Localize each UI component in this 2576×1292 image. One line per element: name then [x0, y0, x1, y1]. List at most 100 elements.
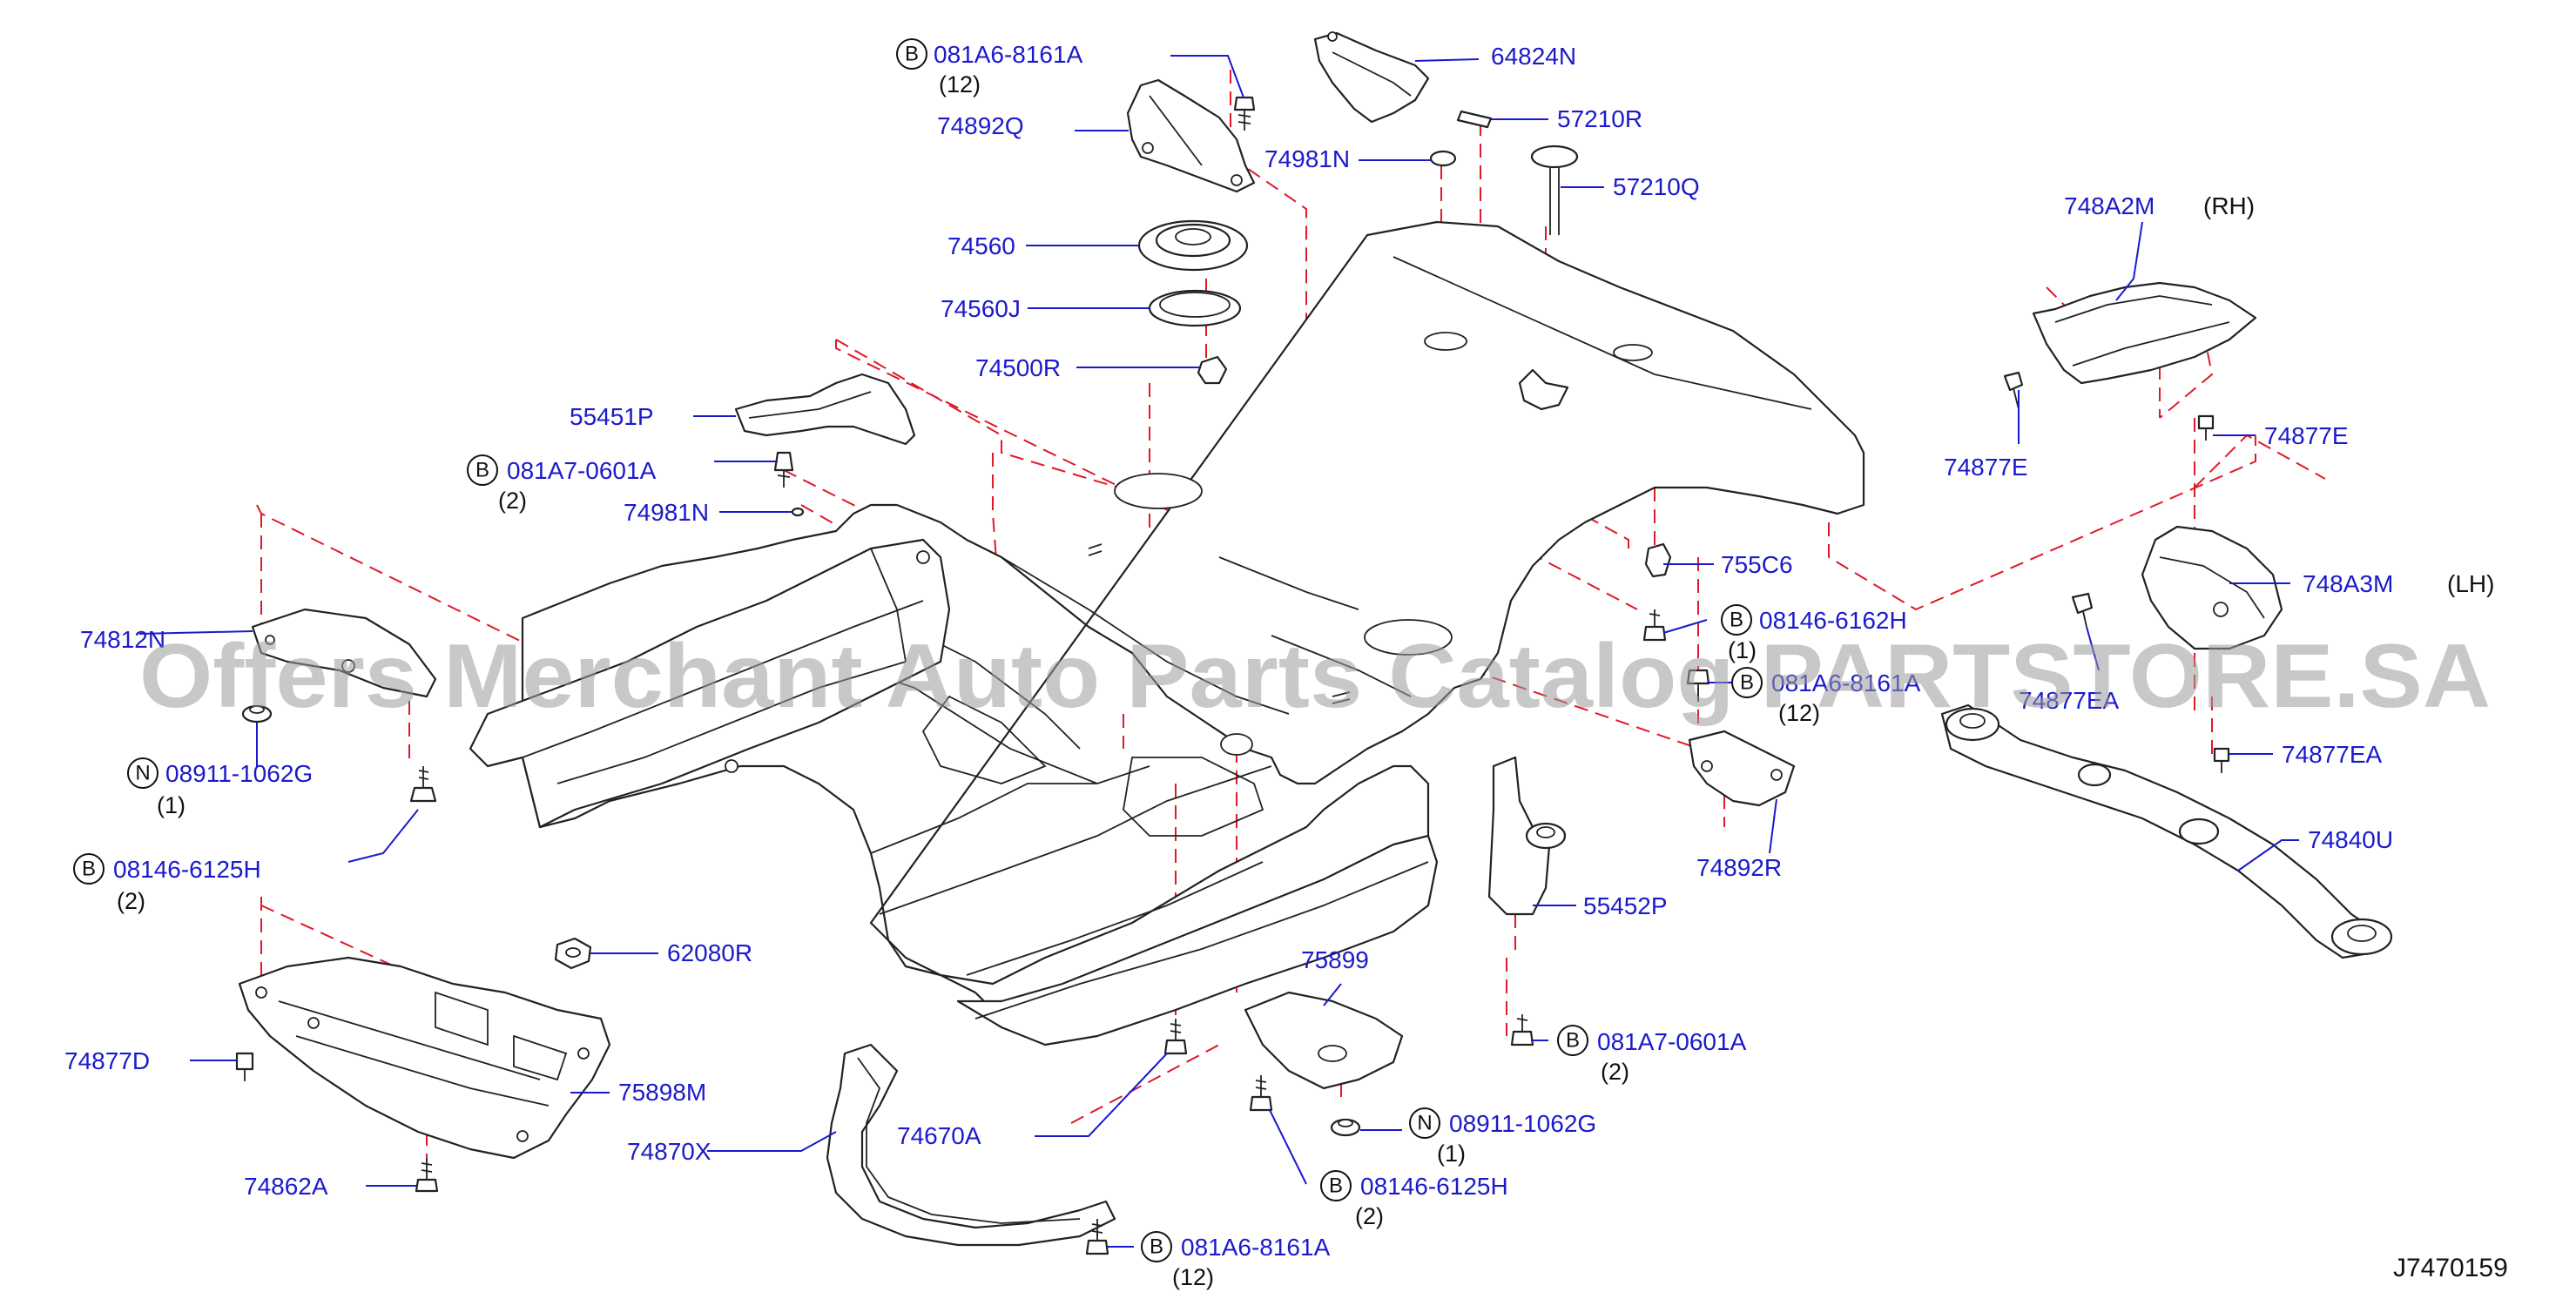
bolt-081a6-8161a-top: [1233, 96, 1256, 131]
svg-text:N: N: [1417, 1112, 1432, 1135]
bolt-08146-6125h-bottom: [1249, 1075, 1273, 1112]
svg-text:B: B: [1329, 1174, 1343, 1198]
clip-74877ea-left: [2071, 592, 2094, 628]
part-74862a: 74862A: [244, 1173, 328, 1200]
clip-74877e-left: [2003, 371, 2024, 410]
part-74877d: 74877D: [64, 1047, 150, 1074]
badge-b-6125h-bottom: B: [1320, 1170, 1352, 1201]
part-74670a: 74670A: [897, 1122, 981, 1149]
leader-lines: [138, 55, 2299, 1248]
qty-1-mid: (1): [1728, 637, 1757, 663]
qty-2-left2: (2): [117, 888, 145, 914]
part-748a2m: 748A2M: [2064, 192, 2155, 219]
plate-57210r: [1456, 110, 1493, 129]
under-cover-75898m: [238, 956, 611, 1160]
badge-b-8161a-bottom: B: [1141, 1231, 1172, 1262]
clip-755c6: [1644, 542, 1672, 578]
part-74500r: 74500R: [975, 354, 1061, 381]
badge-n-left: N: [127, 757, 158, 789]
svg-text:B: B: [1730, 609, 1743, 632]
plug-74981n-left: [791, 507, 805, 517]
bracket-55452p: [1487, 756, 1567, 916]
badge-b-left: B: [467, 454, 498, 486]
badge-n-bottom: N: [1409, 1107, 1440, 1139]
side-member-74870x: [826, 1043, 1116, 1247]
part-081a7-0601a-left: 081A7-0601A: [507, 457, 657, 484]
qty-1-bottom: (1): [1437, 1141, 1466, 1167]
svg-text:B: B: [905, 43, 919, 66]
front-floor-extension: [469, 538, 951, 829]
part-74840u: 74840U: [2308, 826, 2393, 853]
bolt-081a7-0601a-bottom: [1510, 1014, 1534, 1046]
plug-74981n-top: [1429, 150, 1457, 167]
bolt-74670a: [1163, 1019, 1188, 1055]
svg-text:B: B: [1566, 1029, 1580, 1053]
clip-74877d: [235, 1052, 254, 1081]
part-755c6: 755C6: [1721, 551, 1793, 578]
part-08911-1062g-bottom: 08911-1062G: [1449, 1110, 1596, 1137]
part-74812n: 74812N: [80, 626, 165, 653]
part-64824n: 64824N: [1491, 43, 1576, 70]
nut-62080r: [554, 937, 592, 970]
drawing-code: J7470159: [2393, 1254, 2508, 1282]
part-081a6-8161a-mid: 081A6-8161A: [1771, 670, 1921, 696]
badge-b-mid: B: [1731, 667, 1763, 698]
bracket-55451p: [734, 373, 916, 446]
part-08911-1062g-left: 08911-1062G: [165, 760, 313, 787]
spare-tire-bolt-57210q: [1530, 145, 1579, 235]
part-08146-6125h-left: 08146-6125H: [113, 856, 261, 883]
part-55452p: 55452P: [1583, 892, 1668, 919]
bolt-081a7-0601a-left: [773, 451, 794, 488]
watermark-text: Offers Merchant Auto Parts Catalog PARTS…: [139, 626, 2491, 727]
part-081a6-8161a-bottom: 081A6-8161A: [1181, 1234, 1331, 1261]
svg-text:N: N: [135, 762, 150, 785]
part-081a6-8161a-top: 081A6-8161A: [934, 41, 1083, 68]
ring-74560j: [1148, 289, 1242, 327]
side-lh: (LH): [2447, 570, 2494, 597]
badge-b-0601a-bottom: B: [1557, 1025, 1588, 1056]
part-081a7-0601a-bottom: 081A7-0601A: [1597, 1028, 1747, 1055]
part-74560: 74560: [947, 232, 1015, 259]
qty-2-right: (2): [1601, 1059, 1629, 1085]
part-74877ea-right: 74877EA: [2282, 741, 2383, 768]
qty-12-bottom: (12): [1172, 1264, 1214, 1290]
clip-74877ea-right: [2213, 747, 2230, 773]
badge-b-6162h: B: [1721, 604, 1752, 636]
svg-text:B: B: [1150, 1235, 1163, 1259]
rear-lower-panel: [956, 834, 1439, 1046]
svg-text:B: B: [475, 459, 489, 482]
qty-2-left: (2): [498, 488, 527, 514]
bolt-081a6-8161a-mid: [1686, 669, 1710, 701]
nut-08911-1062g-left: [241, 704, 273, 723]
svg-text:B: B: [82, 858, 96, 881]
side-rh: (RH): [2203, 192, 2255, 219]
part-57210q: 57210Q: [1613, 173, 1700, 200]
nut-08911-1062g-bottom: [1330, 1118, 1361, 1137]
part-08146-6162h: 08146-6162H: [1759, 607, 1907, 634]
part-08146-6125h-bottom: 08146-6125H: [1360, 1173, 1508, 1200]
shield-748a3m: [2141, 525, 2283, 650]
part-74870x: 74870X: [627, 1138, 711, 1165]
insulator-74560: [1137, 219, 1249, 272]
part-62080r: 62080R: [667, 939, 752, 966]
qty-12-mid: (12): [1778, 700, 1820, 726]
part-57210r: 57210R: [1557, 105, 1642, 132]
bracket-74812n: [251, 608, 437, 698]
clip-74500r: [1197, 355, 1228, 385]
bolt-74862a: [415, 1158, 439, 1193]
part-55451p: 55451P: [570, 403, 654, 430]
bracket-74892r: [1688, 730, 1796, 807]
part-74877ea-left: 74877EA: [2019, 687, 2120, 714]
part-74877e-right: 74877E: [2264, 422, 2349, 449]
qty-1-left: (1): [157, 792, 185, 818]
qty-12-top: (12): [939, 71, 981, 98]
badges: B B N B B B B B B N: [73, 38, 1763, 1262]
part-74892r: 74892R: [1696, 854, 1782, 881]
clip-74877e-right: [2197, 414, 2215, 441]
part-75899: 75899: [1301, 946, 1369, 973]
svg-text:B: B: [1740, 671, 1754, 695]
part-74892q: 74892Q: [937, 112, 1024, 139]
part-74877e-left: 74877E: [1944, 454, 2028, 481]
badge-b-top: B: [896, 38, 927, 70]
